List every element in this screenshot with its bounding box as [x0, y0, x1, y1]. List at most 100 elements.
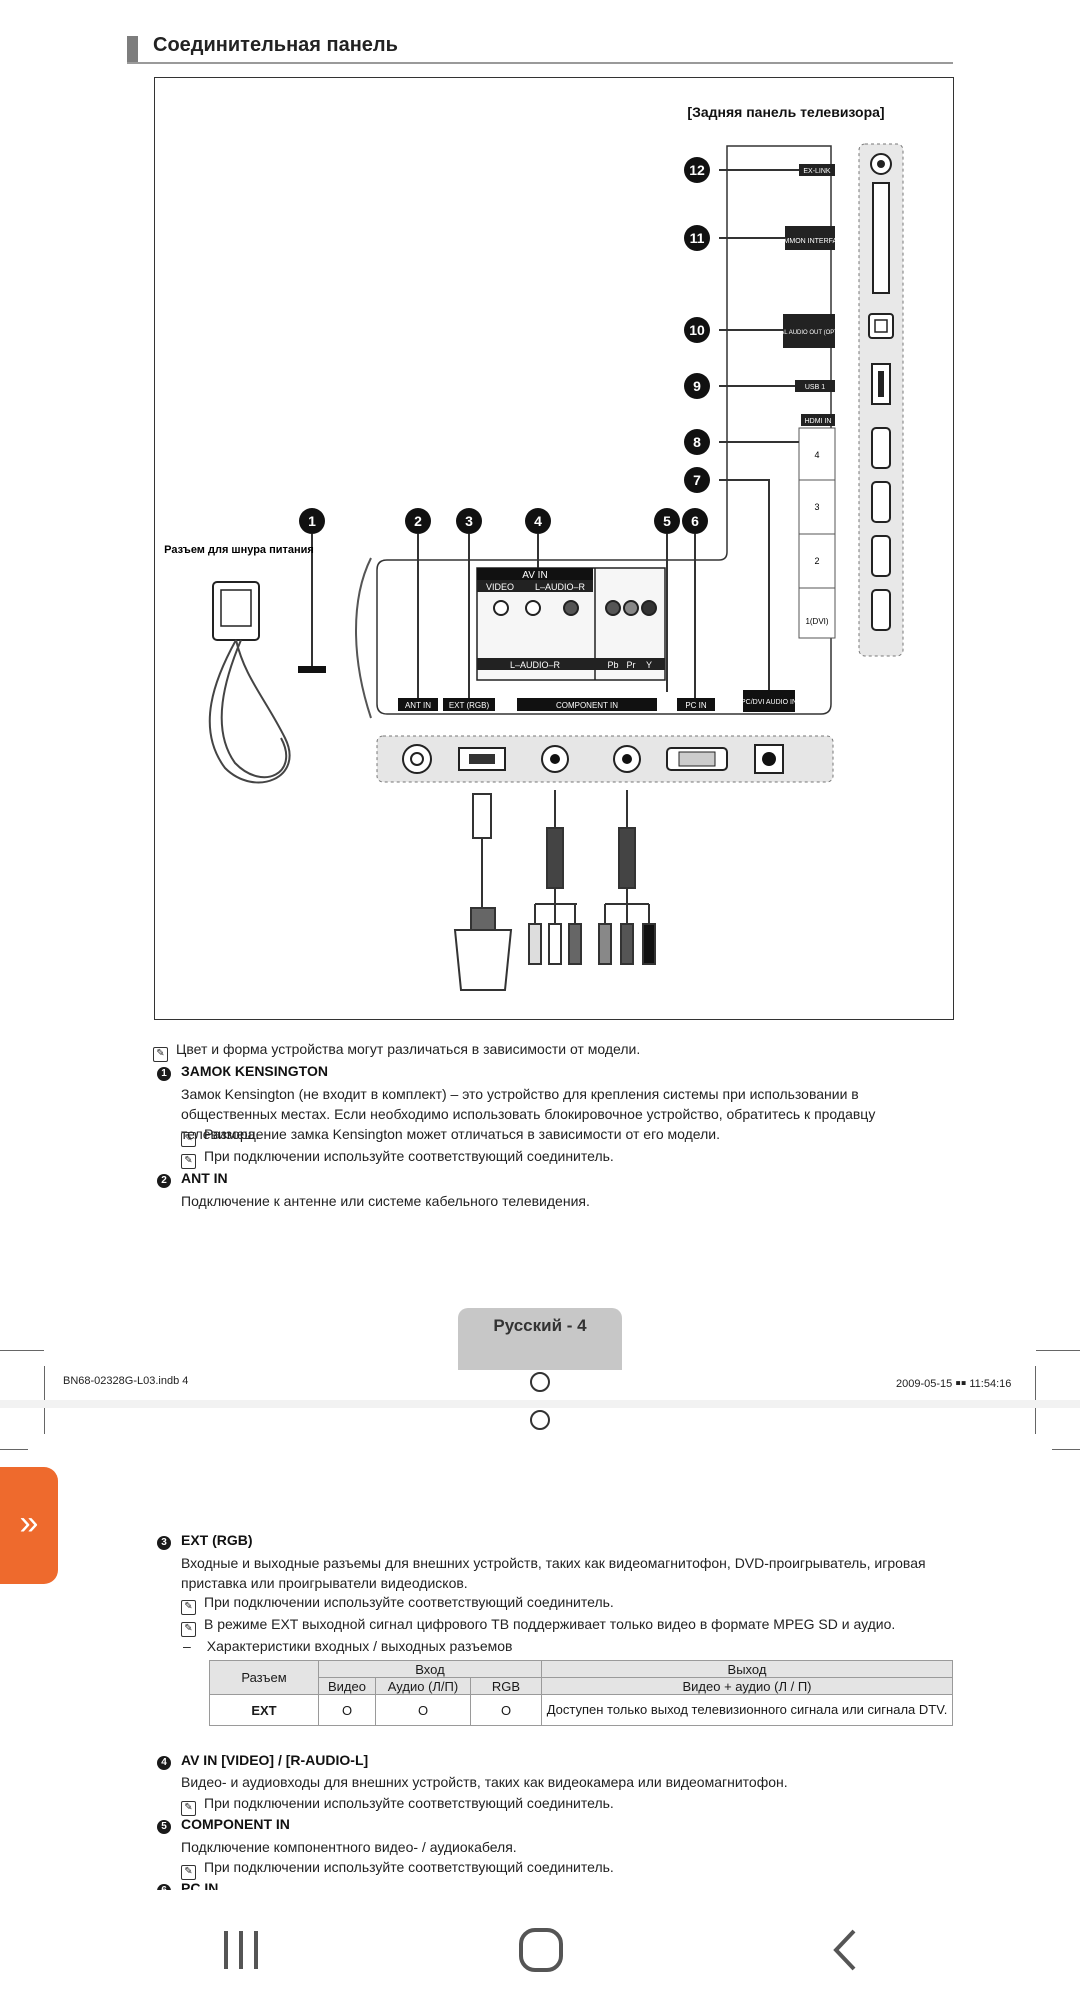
td-output: Доступен только выход телевизионного сиг… [541, 1694, 953, 1726]
th-connector: Разъем [209, 1660, 319, 1695]
file-name: BN68-02328G-L03.indb 4 [63, 1375, 189, 1387]
crop-mark-vertical-left-2 [44, 1408, 45, 1434]
crop-mark-right [1036, 1350, 1080, 1351]
crop-mark-right-2 [1052, 1449, 1080, 1450]
item-5-body: Подключение компонентного видео- / аудио… [181, 1839, 517, 1855]
svg-text:6: 6 [691, 513, 699, 529]
crop-mark-vertical-right-2 [1035, 1408, 1036, 1434]
av-in-label: AV IN [522, 570, 547, 581]
hdmi-slot-1: 1(DVI) [805, 617, 828, 626]
item-1-note-1: ✎Размещение замка Kensington может отлич… [181, 1124, 720, 1147]
item-6-heading: 6PC IN [157, 1880, 218, 1890]
av-cable-icon [598, 790, 656, 965]
th-audio: Аудио (Л/П) [375, 1677, 471, 1695]
power-label-line1: Разъем для шнура питания [164, 544, 314, 556]
io-spec-table: Разъем Вход Выход Видео Аудио (Л/П) RGB … [209, 1660, 953, 1726]
th-input: Вход [318, 1660, 542, 1678]
note-icon: ✎ [181, 1132, 196, 1147]
double-chevron-right-icon[interactable]: » [0, 1467, 58, 1584]
th-output-sub: Видео + аудио (Л / П) [541, 1677, 953, 1695]
component-in-label: COMPONENT IN [556, 701, 618, 710]
print-timestamp: 2009-05-15 ￭￭ 11:54:16 [896, 1378, 1012, 1390]
item-3-badge: 3 [157, 1536, 171, 1550]
td-rgb: O [470, 1694, 542, 1726]
svg-text:3: 3 [465, 513, 473, 529]
callout-3: 3 [456, 508, 482, 534]
item-3-dash-item: –Характеристики входных / выходных разъе… [183, 1638, 513, 1654]
svg-text:9: 9 [693, 378, 701, 394]
recent-apps-icon[interactable] [220, 1925, 262, 1975]
optical-port-icon [868, 313, 894, 339]
callout-6: 6 [682, 508, 708, 534]
digital-audio-label: DIGITAL AUDIO OUT (OPTICAL) [765, 330, 854, 336]
note-icon: ✎ [181, 1801, 196, 1816]
tv-rear-outline [376, 145, 832, 715]
svg-text:5: 5 [663, 513, 671, 529]
callout-8: 8 [684, 429, 710, 455]
hdmi-port-4-icon [871, 427, 891, 469]
item-1-note-2: ✎При подключении используйте соответству… [181, 1146, 614, 1169]
hdmi-port-3-icon [871, 481, 891, 523]
page-number-tab: Русский - 4 [458, 1308, 622, 1370]
usb-label: USB 1 [805, 384, 825, 391]
item-3-note-2: ✎В режиме EXT выходной сигнал цифрового … [181, 1614, 895, 1637]
td-audio: O [375, 1694, 471, 1726]
registration-mark-icon-2 [530, 1410, 550, 1430]
svg-text:10: 10 [689, 322, 705, 338]
callout-9: 9 [684, 373, 710, 399]
callout-10: 10 [684, 317, 710, 343]
item-4-body: Видео- и аудиовходы для внешних устройст… [181, 1774, 788, 1790]
page-gap [0, 1400, 1080, 1408]
general-note: ✎Цвет и форма устройства могут различать… [153, 1039, 640, 1062]
kensington-slot-icon [298, 666, 326, 673]
component-cable-icon [528, 790, 582, 965]
rear-panel-label: [Задняя панель телевизора] [687, 104, 884, 120]
item-2-body: Подключение к антенне или системе кабель… [181, 1193, 590, 1209]
page-title: Соединительная панель [153, 34, 398, 56]
callout-12: 12 [684, 157, 710, 183]
item-5-badge: 5 [157, 1820, 171, 1834]
power-cord-icon [208, 639, 291, 784]
svg-text:11: 11 [690, 230, 705, 246]
svg-text:8: 8 [693, 434, 701, 450]
pc-in-label: PC IN [685, 701, 707, 710]
pr-label: Pr [627, 660, 636, 670]
system-nav-bar [0, 1905, 1080, 1995]
callout-11: 11 [684, 225, 710, 251]
svg-text:7: 7 [693, 472, 701, 488]
pb-label: Pb [607, 660, 618, 670]
hdmi-port-2-icon [871, 535, 891, 577]
callout-1: 1 [299, 508, 325, 534]
registration-mark-icon [530, 1372, 550, 1392]
crop-mark-vertical-right [1035, 1366, 1036, 1400]
section-title-bar: Соединительная панель [127, 34, 953, 64]
callout-5: 5 [654, 508, 680, 534]
svg-text:2: 2 [414, 513, 422, 529]
td-ext: EXT [209, 1694, 319, 1726]
item-6-badge: 6 [157, 1884, 171, 1890]
hdmi-slot-2: 2 [814, 556, 819, 566]
hdmi-header-label: HDMI IN [805, 418, 832, 425]
th-rgb: RGB [470, 1677, 542, 1695]
note-icon: ✎ [181, 1865, 196, 1880]
crop-mark-vertical-left [44, 1366, 45, 1400]
note-icon: ✎ [181, 1622, 196, 1637]
th-video: Видео [318, 1677, 376, 1695]
item-5-note: ✎При подключении используйте соответству… [181, 1857, 614, 1880]
crop-mark-left-2 [0, 1449, 28, 1450]
title-marker [127, 36, 138, 62]
item-4-badge: 4 [157, 1756, 171, 1770]
home-icon[interactable] [518, 1925, 564, 1975]
back-icon[interactable] [830, 1925, 860, 1975]
note-icon: ✎ [181, 1600, 196, 1615]
scart-cable-icon [453, 793, 513, 991]
item-3-body: Входные и выходные разъемы для внешних у… [181, 1555, 926, 1591]
hdmi-slot-4: 4 [814, 450, 819, 460]
hdmi-port-1-icon [871, 589, 891, 631]
svg-text:4: 4 [534, 513, 542, 529]
